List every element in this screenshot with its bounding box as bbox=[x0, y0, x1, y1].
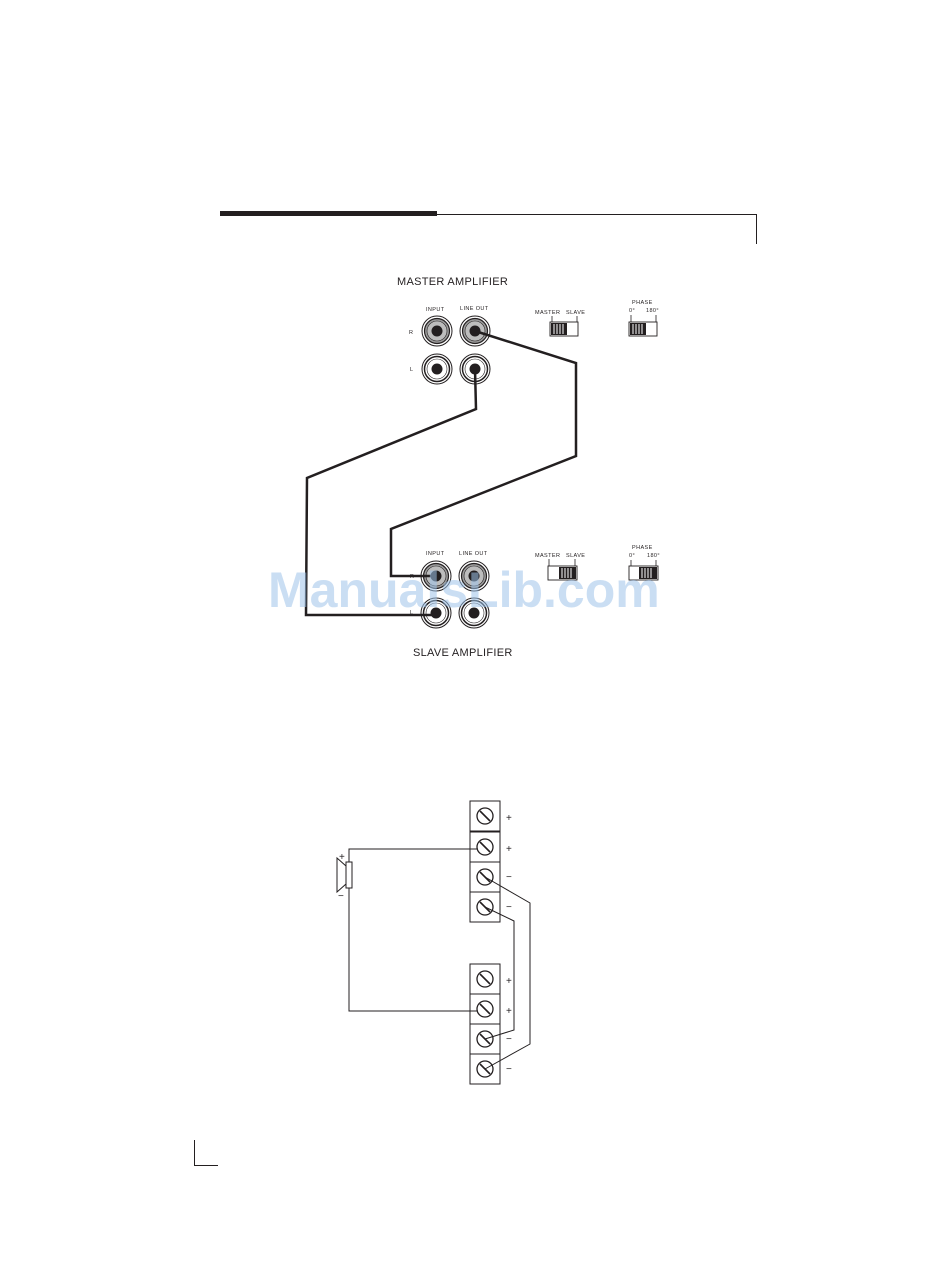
slave-phase-180-label: 180° bbox=[647, 553, 660, 559]
master-l-label: L bbox=[410, 367, 413, 373]
master-switch-slave-label: SLAVE bbox=[566, 310, 585, 316]
slave-switch-slave-label: SLAVE bbox=[566, 553, 585, 559]
master-r-label: R bbox=[409, 330, 413, 336]
slave-line-out-label: LINE OUT bbox=[459, 551, 488, 557]
master-phase-180-label: 180° bbox=[646, 308, 659, 314]
watermark-text: ManualsLib.com bbox=[268, 562, 660, 618]
lower-terminal-4-sign: − bbox=[506, 1064, 512, 1075]
upper-terminal-1-sign: + bbox=[506, 813, 512, 824]
upper-terminal-block: + + − − bbox=[470, 801, 512, 922]
slave-switch-master-label: MASTER bbox=[535, 553, 560, 559]
master-switch-master-label: MASTER bbox=[535, 310, 560, 316]
master-phase-switch bbox=[629, 315, 657, 336]
lower-terminal-3-sign: − bbox=[506, 1034, 512, 1045]
upper-terminal-2-sign: + bbox=[506, 844, 512, 855]
speaker-plus-sign: + bbox=[339, 852, 345, 863]
upper-terminal-3-sign: − bbox=[506, 872, 512, 883]
master-input-r-jack bbox=[422, 316, 452, 346]
lower-terminal-2 bbox=[470, 994, 500, 1024]
speaker-minus-sign: − bbox=[338, 891, 344, 902]
slave-input-label: INPUT bbox=[426, 551, 445, 557]
master-mode-switch bbox=[550, 316, 578, 336]
speaker: + − bbox=[337, 852, 352, 902]
master-panel: INPUT LINE OUT R L MASTER SLAVE PHASE 0°… bbox=[409, 300, 659, 384]
footer-corner-horizontal bbox=[194, 1165, 218, 1166]
footer-corner-vertical bbox=[194, 1140, 195, 1166]
lower-terminal-1-sign: + bbox=[506, 976, 512, 987]
wire-speaker-plus-to-upper-plus bbox=[349, 849, 478, 862]
upper-terminal-4-sign: − bbox=[506, 902, 512, 913]
lower-terminal-1 bbox=[470, 964, 500, 994]
lower-terminal-2-sign: + bbox=[506, 1006, 512, 1017]
upper-terminal-2 bbox=[470, 832, 500, 862]
slave-phase-0-label: 0° bbox=[629, 553, 635, 559]
master-phase-0-label: 0° bbox=[629, 308, 635, 314]
upper-terminal-1 bbox=[470, 801, 500, 831]
slave-phase-label: PHASE bbox=[632, 545, 653, 551]
master-input-l-jack bbox=[422, 354, 452, 384]
wire-speaker-minus-to-lower-plus bbox=[349, 888, 478, 1011]
master-line-out-label: LINE OUT bbox=[460, 306, 489, 312]
master-input-label: INPUT bbox=[426, 307, 445, 313]
master-phase-label: PHASE bbox=[632, 300, 653, 306]
